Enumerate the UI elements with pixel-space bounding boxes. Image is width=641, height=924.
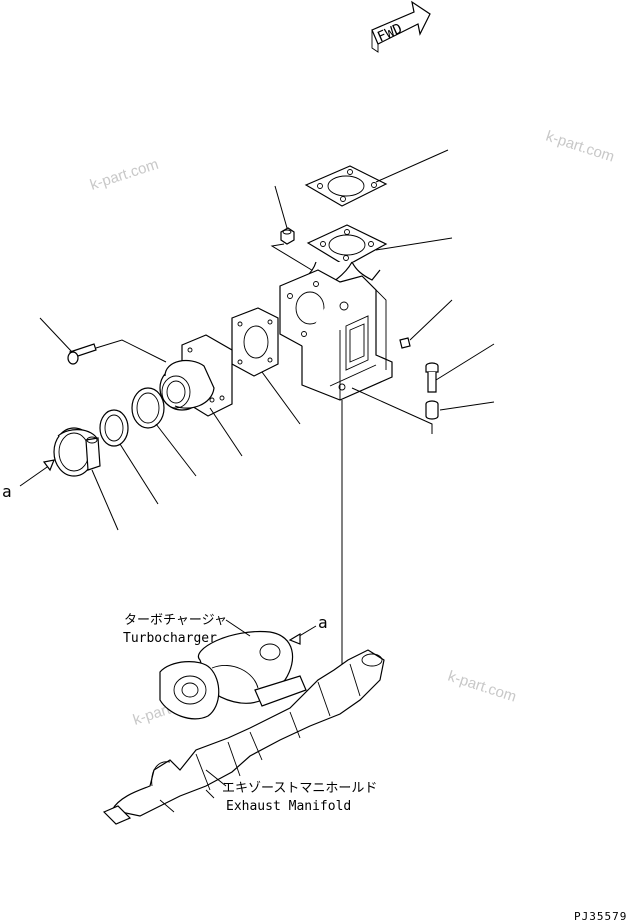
watermark: k-part.com	[88, 156, 161, 194]
callout-a-left: a	[2, 459, 55, 501]
callout-a-turbo: a	[288, 613, 328, 645]
leader-ring-small	[119, 443, 159, 505]
leader-bolt-small	[409, 299, 453, 341]
svg-text:a: a	[318, 613, 328, 632]
leader-clamp	[91, 469, 119, 531]
leader-gasket-middle	[261, 371, 301, 425]
leader-bolt-right	[435, 343, 495, 381]
drawing-number: PJ35579	[574, 910, 627, 923]
leader-spacer	[439, 401, 495, 411]
watermark: k-part.com	[544, 128, 617, 166]
leader-adapter	[209, 407, 243, 457]
clamp	[53, 427, 101, 477]
exhaust-elbow	[279, 261, 393, 401]
leader-bolt-left	[39, 317, 73, 353]
leader-nut-2	[270, 243, 316, 273]
bolt-small	[399, 337, 411, 349]
fwd-arrow-icon: FWD	[371, 0, 431, 53]
leader-turbocharger	[225, 619, 251, 637]
gasket-top	[304, 165, 388, 207]
leader-gasket-top	[375, 149, 449, 183]
turbocharger	[159, 630, 307, 720]
exhaust-manifold	[102, 649, 385, 825]
elbow-flange	[306, 224, 388, 267]
leader-elbow-flange	[375, 237, 453, 251]
exhaust-manifold-en-label: Exhaust Manifold	[226, 799, 351, 814]
svg-text:a: a	[2, 482, 12, 501]
leader-ring-large	[155, 423, 197, 477]
turbocharger-jp-label: ターボチャージャ	[124, 613, 227, 628]
watermark: k-part.com	[446, 668, 519, 706]
leader-exhaust-manifold	[205, 769, 227, 787]
bolt-right	[425, 362, 439, 393]
adapter	[159, 334, 233, 417]
gasket-middle	[231, 307, 279, 377]
exhaust-manifold-jp-label: エキゾーストマニホールド	[222, 781, 377, 796]
bolt-left	[67, 343, 97, 365]
seal-ring-large	[131, 387, 165, 429]
seal-ring-small	[99, 409, 129, 447]
nut	[280, 227, 295, 245]
leader-bolt-left-2	[95, 339, 167, 363]
turbocharger-en-label: Turbocharger	[123, 631, 217, 646]
leader-nut	[274, 185, 288, 229]
leader-bracket	[351, 387, 433, 434]
spacer	[425, 400, 439, 420]
